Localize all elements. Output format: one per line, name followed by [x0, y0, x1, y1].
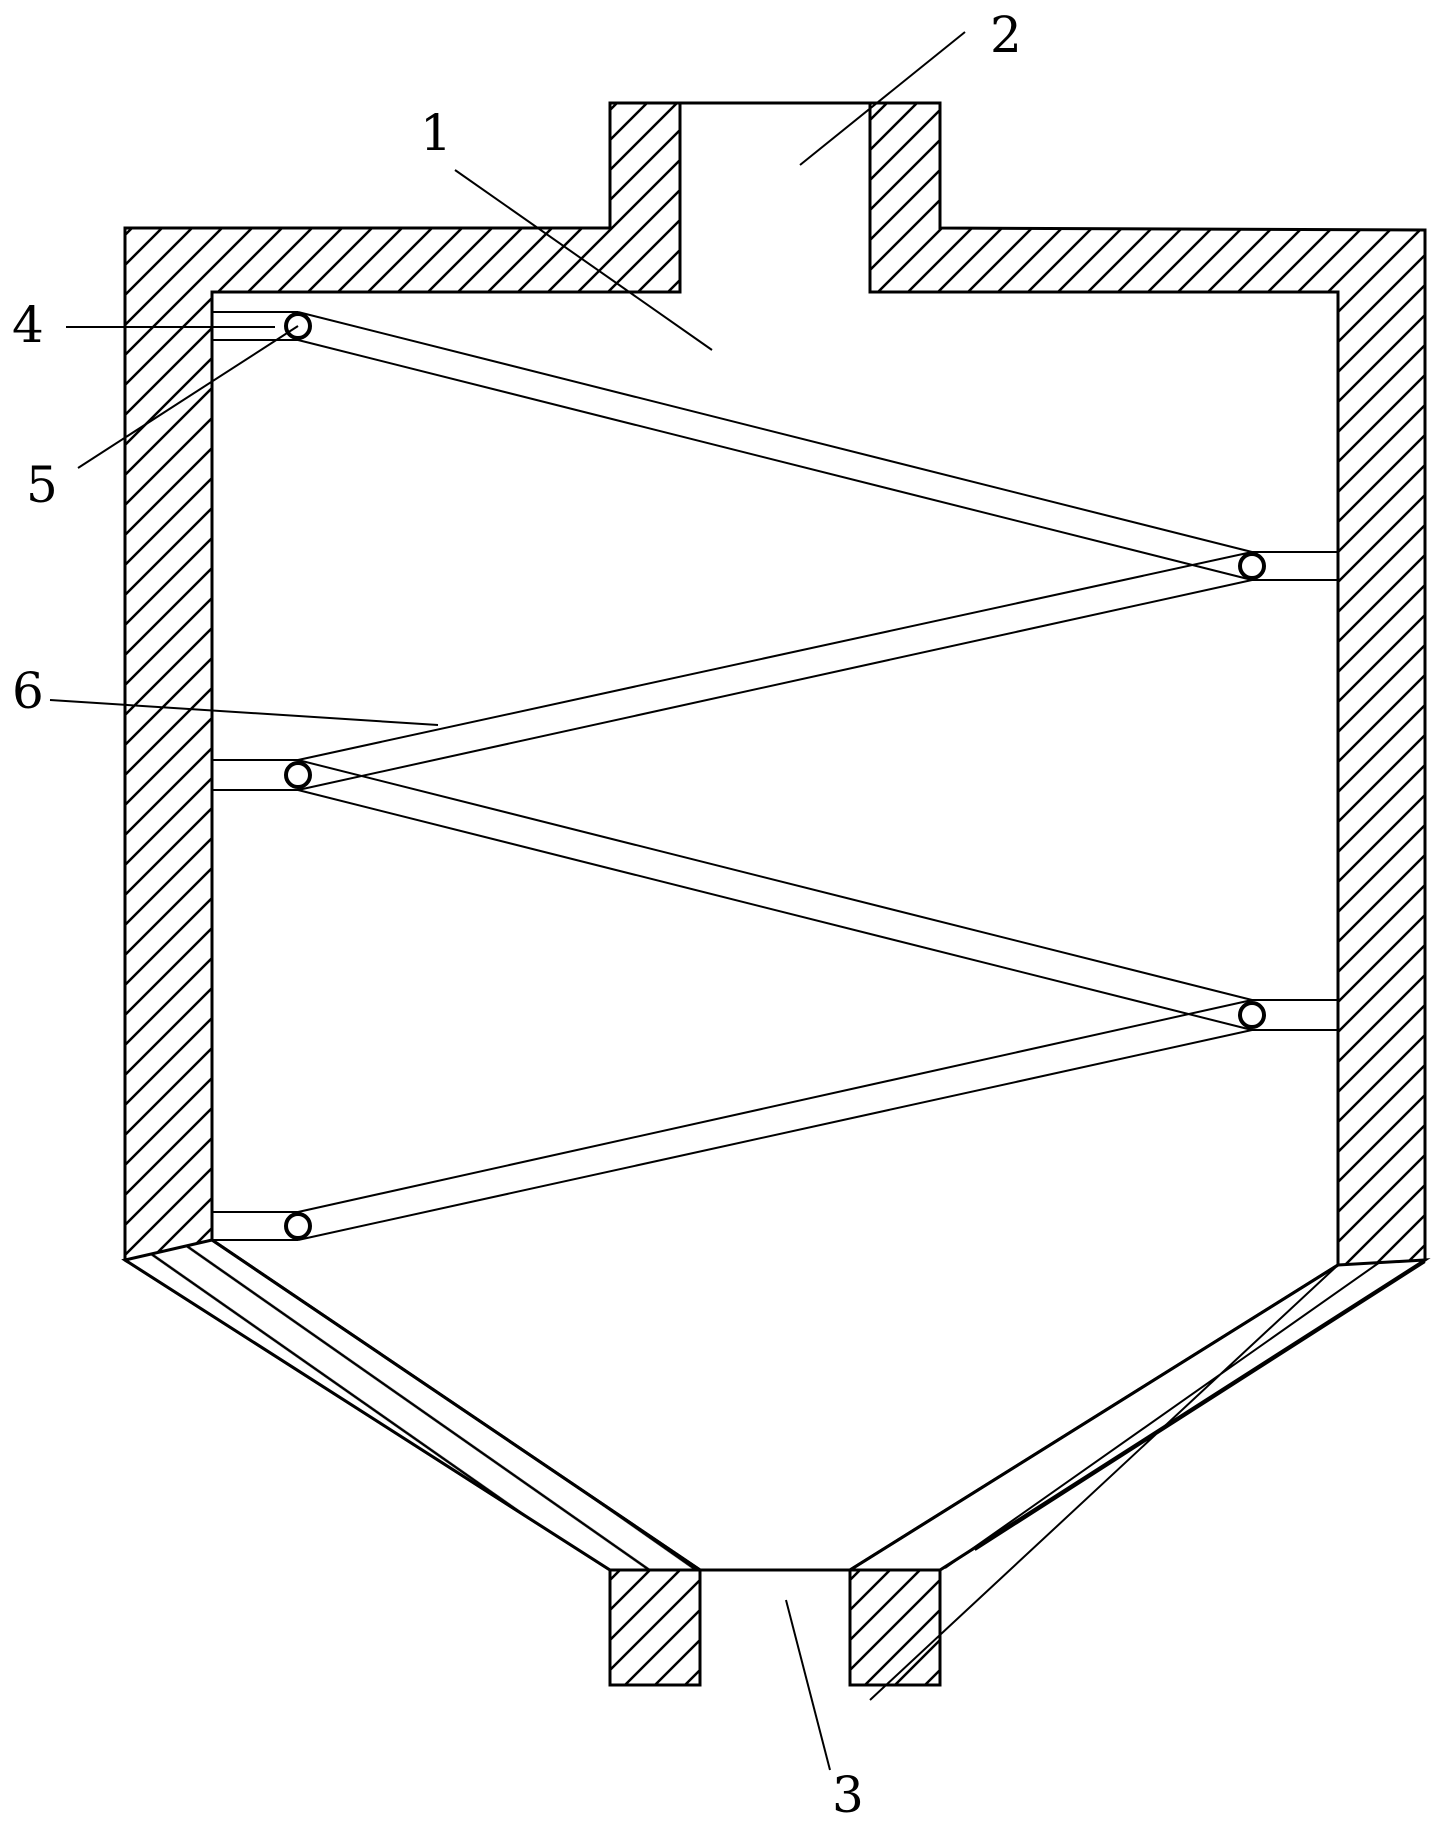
- leader-1: [454, 169, 713, 351]
- baffle-plate: [297, 999, 1253, 1241]
- leader-2: [799, 31, 966, 166]
- hinge-icon: [284, 1212, 312, 1240]
- hinges: [284, 312, 1266, 1240]
- bracket: [212, 1211, 298, 1241]
- leader-3: [785, 1599, 831, 1771]
- label-bracket: 4: [12, 296, 44, 354]
- cone-wall-right: [844, 1258, 1431, 1572]
- cone-wall-right-hatch: [869, 1261, 1426, 1701]
- label-hinge: 5: [26, 456, 58, 514]
- bracket: [1252, 551, 1338, 581]
- bracket: [1252, 999, 1338, 1031]
- label-inner-chamber: 1: [420, 104, 452, 162]
- bracket: [212, 311, 298, 341]
- label-inlet: 2: [990, 6, 1022, 64]
- hinge-icon: [284, 761, 312, 789]
- cone-wall-left-hatch: [121, 1238, 705, 1572]
- vessel-wall: [123, 101, 1427, 1687]
- baffle-plate: [297, 311, 1253, 581]
- leader-6: [49, 699, 439, 726]
- hinge-icon: [1238, 1001, 1266, 1029]
- baffle-plate: [297, 551, 1253, 791]
- label-outlet: 3: [832, 1766, 864, 1821]
- leader-5: [77, 325, 299, 469]
- leader-lines: [49, 31, 966, 1771]
- bracket: [212, 759, 298, 791]
- hinge-icon: [1238, 552, 1266, 580]
- label-baffle: 6: [12, 662, 44, 720]
- wall-brackets: [212, 311, 1338, 1241]
- baffle-plates: [297, 311, 1253, 1241]
- baffle-plate: [297, 759, 1253, 1031]
